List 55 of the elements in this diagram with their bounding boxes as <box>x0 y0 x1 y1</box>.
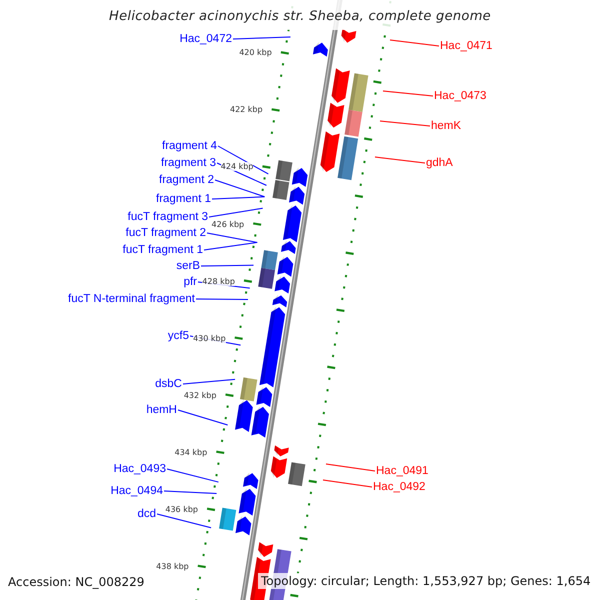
scale-label: 424 kbp <box>220 162 254 172</box>
gene-label: fragment 1 <box>156 192 211 206</box>
leader-line <box>374 156 426 164</box>
gene-label: hemK <box>431 120 462 132</box>
leader-line <box>380 120 430 126</box>
leader-line <box>212 196 266 200</box>
leader-line <box>200 264 254 266</box>
gene-label: Hac_0493 <box>114 462 166 476</box>
leader-line <box>206 232 258 243</box>
leader-line <box>196 298 248 300</box>
leader-line <box>156 514 212 528</box>
title: Helicobacter acinonychis str. Sheeba, complete genome <box>108 9 492 24</box>
scale-label: 422 kbp <box>230 105 263 114</box>
gene-label: fucT fragment 1 <box>122 244 203 256</box>
leader-line <box>218 146 269 174</box>
leader-line <box>178 410 228 426</box>
leader-line <box>382 90 434 96</box>
gene-label: dcd <box>137 508 156 520</box>
scale-label: 434 kbp <box>174 448 208 457</box>
scale-label: 436 kbp <box>165 504 198 514</box>
scale-label: 426 kbp <box>212 220 244 229</box>
accession-text: Accession: NC_008229 <box>8 574 144 590</box>
gene-label: ycf5 <box>168 330 189 342</box>
scale-label: 420 kbp <box>239 48 272 58</box>
gene-label: pfr <box>184 276 197 288</box>
leader-line <box>182 378 236 384</box>
leader-line <box>322 480 372 488</box>
gene-label: fragment 2 <box>159 174 214 186</box>
scale-label: 438 kbp <box>156 562 189 571</box>
leader-line <box>208 208 264 218</box>
scale-label: 430 kbp <box>193 334 226 343</box>
gene-label: Hac_0472 <box>180 32 232 46</box>
gene-label: hemH <box>146 404 177 416</box>
gene-label: fucT fragment 3 <box>128 210 208 224</box>
gene-label: Hac_0494 <box>110 484 163 498</box>
gene-label: Hac_0473 <box>434 90 486 102</box>
leader-line <box>164 490 218 494</box>
leader-line <box>232 36 291 40</box>
scale-label: 432 kbp <box>184 390 216 400</box>
leader-line <box>166 468 219 483</box>
gene-label: fucT fragment 2 <box>126 226 206 240</box>
gene-label: serB <box>176 260 200 272</box>
leader-line <box>390 40 440 46</box>
gene-label: Hac_0471 <box>440 40 492 52</box>
gene-label: fucT N-terminal fragment <box>68 292 195 306</box>
leader-line <box>326 464 376 472</box>
leader-line <box>204 242 258 250</box>
gene-label: gdhA <box>426 156 453 170</box>
scale-label: 428 kbp <box>202 276 235 286</box>
gene-label: Hac_0492 <box>373 480 426 494</box>
gene-label: dsbC <box>155 378 182 390</box>
gene-label: Hac_0491 <box>376 464 428 478</box>
gene-label: fragment 4 <box>162 140 217 152</box>
leader-line <box>214 180 266 198</box>
gene-label: fragment 3 <box>161 156 216 170</box>
